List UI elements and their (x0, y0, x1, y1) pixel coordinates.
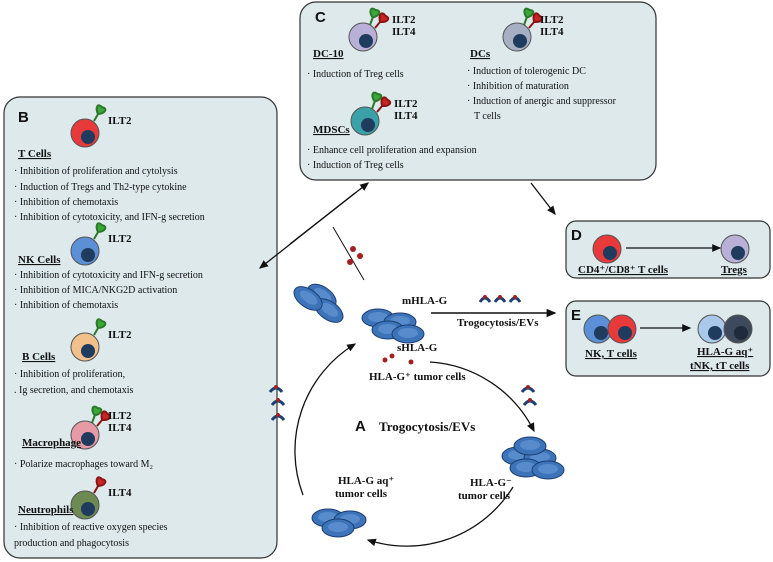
panel-d-source-label: CD4⁺/CD8⁺ T cells (578, 264, 669, 276)
tcell-receptor-label: ILT2 (108, 115, 132, 127)
shla-g-molecule-icon (347, 246, 363, 265)
panel-b-letter: B (18, 109, 29, 126)
macrophage-title: Macrophage (22, 437, 81, 449)
neutrophil-title: Neutrophils (18, 504, 74, 516)
panel-b-box (3, 96, 278, 559)
nkcell-item: · Inhibition of chemotaxis (14, 300, 118, 311)
panel-d-box (565, 220, 771, 279)
shla-g-label: sHLA-G (397, 342, 438, 354)
nk-t-cell-icon (583, 314, 637, 344)
bcell-receptor-label: ILT2 (108, 329, 132, 341)
hla-g-negative-label-2: tumor cells (458, 490, 511, 502)
dcs-item: · Induction of tolerogenic DC (467, 66, 586, 77)
macrophage-item: · Polarize macrophages toward M₂ (14, 459, 153, 470)
dcs-item: T cells (474, 111, 501, 122)
cycle-arc-left (294, 343, 357, 496)
bcell-icon (70, 317, 108, 362)
tcell-icon (70, 103, 108, 148)
cd4-cd8-tcell-icon (592, 234, 622, 264)
dcs-icon (502, 7, 544, 52)
membrane-fragment-icon (289, 278, 348, 328)
dcs-item: · Induction of anergic and suppressor (467, 96, 617, 107)
mdsc-icon (350, 91, 392, 136)
panel-a-title: Trogocytosis/EVs (379, 419, 475, 434)
hla-g-negative-label-1: HLA-G⁻ (470, 477, 512, 489)
mdsc-item: · Enhance cell proliferation and expansi… (307, 145, 477, 156)
bcell-item: · Inhibition of proliferation, (14, 369, 125, 380)
macrophage-receptor-ilt4: ILT4 (108, 422, 132, 434)
arrow-to-panel-d (530, 182, 556, 216)
hla-g-negative-tumor-cluster-icon (501, 436, 565, 480)
nkcell-item: · Inhibition of cytotoxicity and IFN-g s… (14, 270, 203, 281)
hla-g-aq-tumor-cluster-icon (311, 508, 367, 538)
tcell-item: · Induction of Tregs and Th2-type cytoki… (14, 182, 187, 193)
panel-e-letter: E (571, 307, 581, 324)
hla-g-aq-label-2: tumor cells (335, 488, 388, 500)
shla-g-small-icon (382, 353, 414, 365)
tcell-item: · Inhibition of chemotaxis (14, 197, 118, 208)
panel-d-letter: D (571, 227, 582, 244)
panel-e-source-label: NK, T cells (585, 348, 638, 360)
mhla-g-label: mHLA-G (402, 295, 448, 307)
hla-g-positive-tumor-label: HLA-G⁺ tumor cells (369, 371, 466, 383)
dc10-receptor-ilt4: ILT4 (392, 26, 416, 38)
neutrophil-icon (70, 475, 108, 520)
panel-e-target-label-1: HLA-G aq⁺ (697, 346, 753, 358)
treg-icon (720, 234, 750, 264)
mdsc-item: · Induction of Treg cells (307, 160, 404, 171)
dcs-title: DCs (470, 48, 491, 60)
trogocytosis-vesicle-icon (478, 295, 522, 303)
right-vesicle-icon (520, 385, 538, 406)
dcs-receptor-ilt2: ILT2 (540, 14, 564, 26)
tnk-tt-cell-icon (697, 314, 753, 344)
dcs-receptor-ilt4: ILT4 (540, 26, 564, 38)
dc10-item: · Induction of Treg cells (307, 69, 404, 80)
panel-c-letter: C (315, 9, 326, 26)
neutrophil-item: · Inhibition of reactive oxygen species (14, 522, 168, 533)
panel-d-target-label: Tregs (721, 264, 748, 276)
separator-line (332, 226, 365, 281)
mdsc-title: MDSCs (313, 124, 350, 136)
nkcell-receptor-label: ILT2 (108, 233, 132, 245)
dcs-item: · Inhibition of maturation (467, 81, 569, 92)
arrow-to-panel-c (289, 182, 370, 245)
dc10-receptor-ilt2: ILT2 (392, 14, 416, 26)
cycle-arc-right (429, 361, 535, 433)
dc10-title: DC-10 (313, 48, 344, 60)
tcell-item: · Inhibition of cytotoxicity, and IFN-g … (14, 212, 205, 223)
dc10-icon (348, 7, 390, 52)
panel-a-letter: A (355, 418, 366, 435)
hla-g-aq-label-1: HLA-G aq⁺ (338, 475, 394, 487)
macrophage-icon (70, 405, 112, 450)
bcell-title: B Cells (22, 351, 56, 363)
panel-c-box (299, 1, 657, 181)
nkcell-icon (70, 221, 108, 266)
trogocytosis-arrow-label: Trogocytosis/EVs (457, 317, 539, 329)
macrophage-receptor-ilt2: ILT2 (108, 410, 132, 422)
neutrophil-item: production and phagocytosis (14, 538, 129, 549)
neutrophil-receptor-label: ILT4 (108, 487, 132, 499)
mdsc-receptor-ilt4: ILT4 (394, 110, 418, 122)
mdsc-receptor-ilt2: ILT2 (394, 98, 418, 110)
nkcell-item: · Inhibition of MICA/NKG2D activation (14, 285, 177, 296)
bcell-item: . Ig secretion, and chemotaxis (14, 385, 134, 396)
tcell-item: · Inhibition of proliferation and cytoly… (14, 166, 178, 177)
hla-g-positive-tumor-cluster-icon (361, 308, 425, 344)
nkcell-title: NK Cells (18, 254, 61, 266)
panel-e-target-label-2: tNK, tT cells (690, 360, 750, 372)
left-vesicle-icon (268, 385, 286, 421)
cycle-arc-bottom (366, 486, 514, 547)
tcell-title: T Cells (18, 148, 52, 160)
